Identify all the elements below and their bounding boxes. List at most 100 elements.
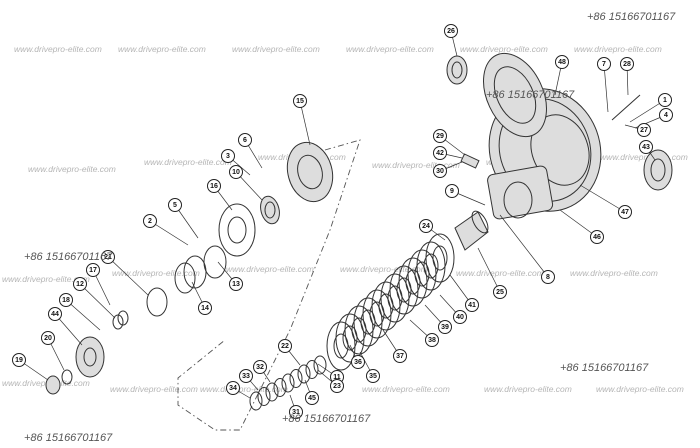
callout-48: 48 (555, 55, 569, 69)
callout-17: 17 (86, 263, 100, 277)
callout-number: 16 (210, 183, 218, 190)
callout-22: 22 (278, 339, 292, 353)
callout-number: 47 (621, 209, 629, 216)
site-watermark: www.drivepro-elite.com (144, 157, 232, 167)
site-watermark: www.drivepro-elite.com (232, 44, 320, 54)
callout-43: 43 (639, 140, 653, 154)
callout-number: 41 (468, 302, 476, 309)
callout-number: 7 (602, 61, 606, 68)
site-watermark: www.drivepro-elite.com (200, 384, 288, 394)
callout-number: 5 (173, 202, 177, 209)
small-ring (305, 360, 319, 379)
callout-number: 34 (229, 385, 237, 392)
site-watermark: www.drivepro-elite.com (596, 384, 684, 394)
callout-16: 16 (207, 179, 221, 193)
callout-number: 12 (76, 281, 84, 288)
callout-34: 34 (226, 381, 240, 395)
callout-number: 14 (201, 305, 209, 312)
callout-1: 1 (658, 93, 672, 107)
callout-number: 3 (226, 153, 230, 160)
callout-28: 28 (620, 57, 634, 71)
callout-number: 44 (51, 311, 59, 318)
leader-line (299, 100, 311, 146)
site-watermark: www.drivepro-elite.com (570, 268, 658, 278)
callout-number: 39 (441, 324, 449, 331)
callout-27: 27 (637, 123, 651, 137)
callout-number: 43 (642, 144, 650, 151)
callout-39: 39 (438, 320, 452, 334)
callout-29: 29 (433, 129, 447, 143)
site-watermark: www.drivepro-elite.com (460, 44, 548, 54)
callout-4: 4 (659, 108, 673, 122)
leader-line (559, 209, 598, 238)
callout-number: 2 (148, 218, 152, 225)
site-watermark: www.drivepro-elite.com (14, 44, 102, 54)
phone-watermark: +86 15166701167 (486, 89, 575, 101)
callout-number: 4 (664, 112, 668, 119)
callout-number: 27 (640, 127, 648, 134)
callout-number: 38 (428, 337, 436, 344)
callout-3: 3 (221, 149, 235, 163)
callout-33: 33 (239, 369, 253, 383)
callout-44: 44 (48, 307, 62, 321)
callout-number: 26 (447, 28, 455, 35)
callout-23: 23 (330, 379, 344, 393)
leader-line (499, 214, 549, 278)
callout-30: 30 (433, 164, 447, 178)
callout-40: 40 (453, 310, 467, 324)
callout-number: 30 (436, 168, 444, 175)
callout-number: 32 (256, 364, 264, 371)
site-watermark: www.drivepro-elite.com (2, 274, 90, 284)
leader-line (65, 299, 101, 331)
callout-number: 13 (232, 281, 240, 288)
callout-number: 15 (296, 98, 304, 105)
callout-31: 31 (289, 405, 303, 419)
callout-number: 37 (396, 353, 404, 360)
pinion-gear (454, 210, 489, 251)
callout-32: 32 (253, 360, 267, 374)
callout-10: 10 (229, 165, 243, 179)
callout-9: 9 (445, 184, 459, 198)
phone-watermark: +86 15166701167 (560, 362, 649, 374)
callout-number: 35 (369, 373, 377, 380)
clutch-disc (335, 313, 365, 363)
callout-number: 21 (104, 254, 112, 261)
bearing-43 (643, 149, 673, 191)
small-ring (249, 391, 263, 411)
site-watermark: www.drivepro-elite.com (574, 44, 662, 54)
clutch-disc (407, 249, 437, 299)
callout-21: 21 (101, 250, 115, 264)
callout-12: 12 (73, 277, 87, 291)
leader-line (79, 283, 116, 319)
clutch-disc (380, 273, 410, 323)
leader-line (107, 256, 149, 296)
callout-number: 1 (663, 97, 667, 104)
site-watermark: www.drivepro-elite.com (372, 160, 460, 170)
callout-46: 46 (590, 230, 604, 244)
callout-13: 13 (229, 277, 243, 291)
callout-number: 9 (450, 188, 454, 195)
site-watermark: www.drivepro-elite.com (226, 264, 314, 274)
clutch-disc (353, 297, 383, 347)
clutch-disc-stack (326, 233, 455, 371)
callout-25: 25 (493, 285, 507, 299)
callout-26: 26 (444, 24, 458, 38)
small-ring (257, 387, 271, 406)
callout-5: 5 (168, 198, 182, 212)
callout-2: 2 (143, 214, 157, 228)
callout-number: 18 (62, 297, 70, 304)
phone-watermark: +86 15166701167 (587, 11, 676, 23)
callout-14: 14 (198, 301, 212, 315)
callout-number: 24 (422, 223, 430, 230)
callout-number: 22 (281, 343, 289, 350)
leader-line (579, 184, 626, 213)
site-watermark: www.drivepro-elite.com (110, 384, 198, 394)
phone-watermark: +86 15166701167 (24, 251, 113, 263)
callout-8: 8 (541, 270, 555, 284)
callout-number: 17 (89, 267, 97, 274)
leader-line (149, 220, 189, 246)
small-ring (297, 364, 311, 384)
